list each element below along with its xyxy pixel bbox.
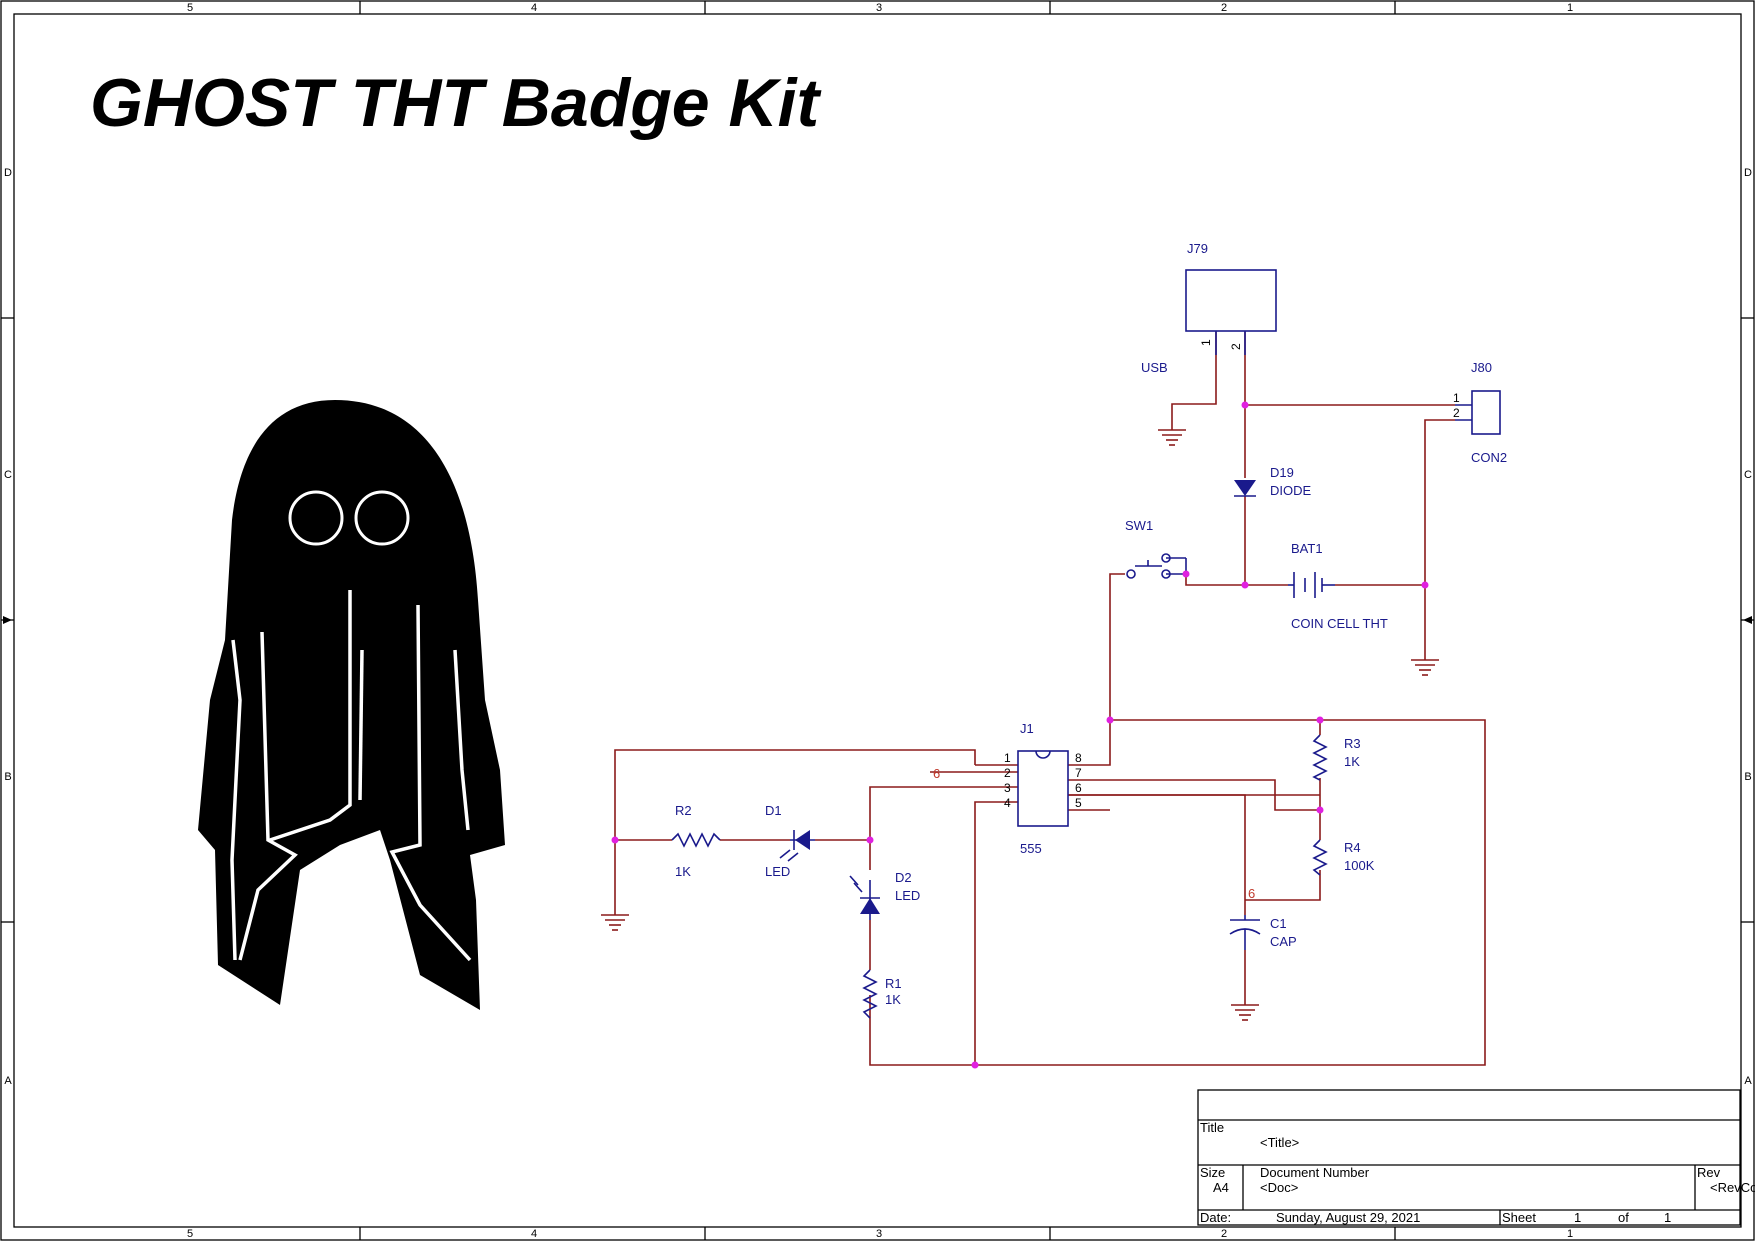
ghost-logo-icon xyxy=(198,400,505,1010)
switch-sw1: SW1 xyxy=(1125,518,1187,579)
connector-j80: J80 CON2 1 2 xyxy=(1453,360,1507,465)
zone-col-5: 5 xyxy=(187,2,193,14)
ic-j1-555: J1 555 1 2 3 4 8 7 6 5 xyxy=(1004,721,1082,856)
d2-value: LED xyxy=(895,888,920,903)
zone-col-1: 1 xyxy=(1567,2,1573,14)
resistor-r3: R3 1K xyxy=(1312,734,1361,781)
bat1-value: COIN CELL THT xyxy=(1291,616,1388,631)
zone-col-3: 3 xyxy=(876,2,882,14)
sw1-ref: SW1 xyxy=(1125,518,1153,533)
zone-col-4-bottom: 4 xyxy=(531,1228,537,1240)
zone-row-d: D xyxy=(4,167,12,179)
tb-rev-label: Rev xyxy=(1697,1165,1721,1180)
d19-ref: D19 xyxy=(1270,465,1294,480)
r1-value: 1K xyxy=(885,992,901,1007)
tb-rev-value: <RevCode> xyxy=(1710,1180,1755,1195)
d2-ref: D2 xyxy=(895,870,912,885)
zone-row-d-right: D xyxy=(1744,167,1752,179)
j79-value: USB xyxy=(1141,360,1168,375)
net-label-cap: 6 xyxy=(1248,886,1255,901)
zone-row-c: C xyxy=(4,469,12,481)
c1-ref: C1 xyxy=(1270,916,1287,931)
j1-pin-6: 6 xyxy=(1075,781,1082,795)
j1-value: 555 xyxy=(1020,841,1042,856)
diode-d19: D19 DIODE xyxy=(1234,465,1312,498)
resistor-r4: R4 100K xyxy=(1312,839,1375,876)
j1-ref: J1 xyxy=(1020,721,1034,736)
tb-of-label: of xyxy=(1618,1210,1629,1225)
sheet-title: GHOST THT Badge Kit xyxy=(90,65,821,141)
tb-size-value: A4 xyxy=(1213,1180,1229,1195)
j79-pin1: 1 xyxy=(1199,339,1213,346)
j1-pin-3: 3 xyxy=(1004,781,1011,795)
zone-col-4: 4 xyxy=(531,2,537,14)
zone-row-c-right: C xyxy=(1744,469,1752,481)
capacitor-c1: C1 CAP xyxy=(1229,915,1297,950)
r1-ref: R1 xyxy=(885,976,902,991)
j1-pin-2: 2 xyxy=(1004,766,1011,780)
tb-size-label: Size xyxy=(1200,1165,1225,1180)
wires xyxy=(614,332,1486,1066)
j1-pin-8: 8 xyxy=(1075,751,1082,765)
ground-symbol-usb xyxy=(1158,429,1186,446)
d1-ref: D1 xyxy=(765,803,782,818)
ground-symbol-battery xyxy=(1411,655,1439,676)
r4-ref: R4 xyxy=(1344,840,1361,855)
c1-value: CAP xyxy=(1270,934,1297,949)
bat1-ref: BAT1 xyxy=(1291,541,1323,556)
r3-value: 1K xyxy=(1344,754,1360,769)
r2-value: 1K xyxy=(675,864,691,879)
j1-pin-1: 1 xyxy=(1004,751,1011,765)
tb-title-label: Title xyxy=(1200,1120,1224,1135)
zone-col-3-bottom: 3 xyxy=(876,1228,882,1240)
tb-sheet-label: Sheet xyxy=(1502,1210,1536,1225)
j79-pin2: 2 xyxy=(1229,343,1243,350)
r4-value: 100K xyxy=(1344,858,1375,873)
tb-docnum-value: <Doc> xyxy=(1260,1180,1298,1195)
zone-row-b: B xyxy=(4,771,11,783)
tb-title-value: <Title> xyxy=(1260,1135,1299,1150)
zone-labels: 5 4 3 2 1 5 4 3 2 1 D C B A D C B A xyxy=(4,2,1752,1240)
zone-col-2-bottom: 2 xyxy=(1221,1228,1227,1240)
ground-symbol-r2 xyxy=(601,910,629,931)
zone-col-5-bottom: 5 xyxy=(187,1228,193,1240)
r3-ref: R3 xyxy=(1344,736,1361,751)
j1-pin-7: 7 xyxy=(1075,766,1082,780)
net-label-pin2: 6 xyxy=(933,766,940,781)
resistor-r1: R1 1K xyxy=(862,969,902,1019)
d1-value: LED xyxy=(765,864,790,879)
tb-date-value: Sunday, August 29, 2021 xyxy=(1276,1210,1420,1225)
led-d2: D2 LED xyxy=(849,870,920,920)
zone-col-2: 2 xyxy=(1221,2,1227,14)
d19-value: DIODE xyxy=(1270,483,1312,498)
j80-pin2: 2 xyxy=(1453,406,1460,420)
zone-row-a-right: A xyxy=(1744,1075,1752,1087)
zone-row-a: A xyxy=(4,1075,12,1087)
tb-sheet-value: 1 xyxy=(1574,1210,1581,1225)
zone-col-1-bottom: 1 xyxy=(1567,1228,1573,1240)
j80-pin1: 1 xyxy=(1453,391,1460,405)
j80-value: CON2 xyxy=(1471,450,1507,465)
tb-date-label: Date: xyxy=(1200,1210,1231,1225)
connector-j79: J79 USB 1 2 xyxy=(1141,241,1277,375)
title-block: Title <Title> Size A4 Document Number <D… xyxy=(1197,1089,1755,1226)
zone-row-b-right: B xyxy=(1744,771,1751,783)
tb-docnum-label: Document Number xyxy=(1260,1165,1370,1180)
j1-pin-5: 5 xyxy=(1075,796,1082,810)
j79-ref: J79 xyxy=(1187,241,1208,256)
resistor-r2: R2 1K xyxy=(671,803,721,879)
tb-of-value: 1 xyxy=(1664,1210,1671,1225)
ground-symbol-c1 xyxy=(1231,1004,1259,1021)
led-d1: D1 LED xyxy=(765,803,815,879)
r2-ref: R2 xyxy=(675,803,692,818)
battery-bat1: BAT1 COIN CELL THT xyxy=(1288,541,1388,631)
junction-dots xyxy=(611,401,1429,1069)
j80-ref: J80 xyxy=(1471,360,1492,375)
j1-pin-4: 4 xyxy=(1004,796,1011,810)
